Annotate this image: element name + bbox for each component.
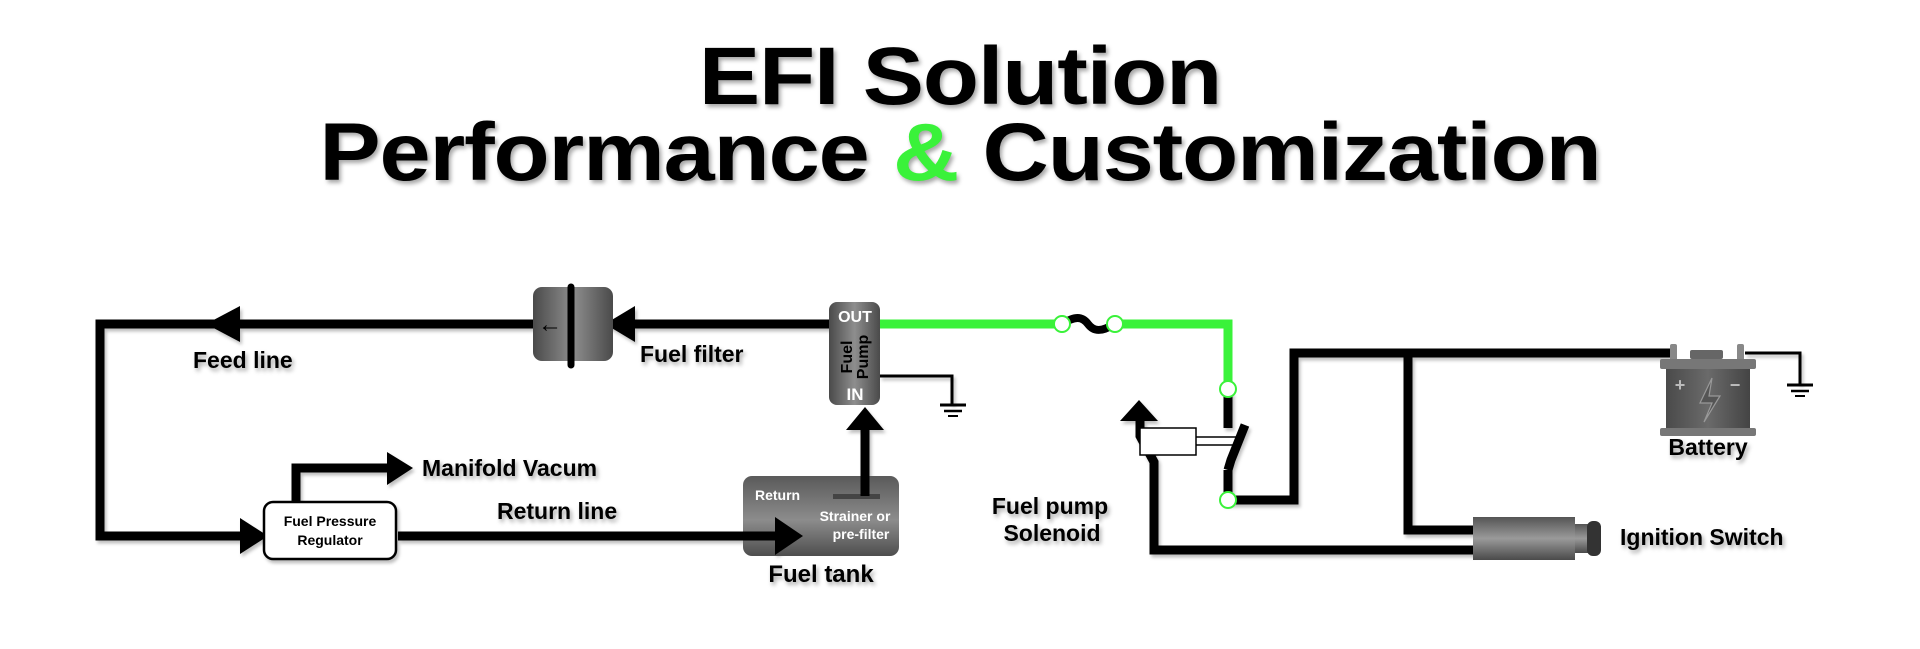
fuel-filter-label: Fuel filter — [640, 341, 744, 367]
pump-power-wire — [880, 319, 1233, 386]
regulator-label-1: Fuel Pressure — [284, 513, 377, 529]
battery-label: Battery — [1668, 434, 1747, 460]
return-line-label: Return line — [497, 498, 617, 524]
regulator-inlet-arrow — [240, 518, 268, 554]
fuel-pump-name-2: Pump — [855, 335, 872, 380]
battery-ground-wire — [1745, 351, 1802, 384]
pump-inlet-arrow — [846, 407, 884, 430]
ignition-switch-label: Ignition Switch — [1620, 524, 1784, 550]
battery-minus-icon: − — [1730, 375, 1741, 395]
pump-ground-icon — [940, 403, 966, 417]
solenoid-label-2: Solenoid — [1003, 520, 1100, 546]
title-line-2: Performance & Customization — [0, 112, 1920, 194]
battery-plus-icon: + — [1675, 375, 1686, 395]
tank-return-label: Return — [755, 487, 800, 503]
tank-strainer-label-1: Strainer or — [820, 508, 891, 524]
relay-terminal-bottom — [1219, 491, 1237, 509]
battery-icon[interactable]: + − — [1660, 344, 1756, 436]
fuel-pressure-regulator[interactable]: Fuel Pressure Regulator — [262, 500, 398, 561]
fuel-pump-in-label: IN — [847, 385, 864, 404]
ignition-switch-icon[interactable] — [1473, 517, 1601, 560]
lightning-bolt-icon — [1699, 377, 1722, 423]
fuel-tank[interactable]: Return Strainer or pre-filter — [743, 476, 899, 556]
pump-ground-wire — [880, 374, 954, 404]
fuel-pump[interactable]: OUT IN Fuel Pump — [829, 302, 880, 405]
fuel-pump-name-1: Fuel — [839, 341, 856, 374]
filter-inlet-arrow — [605, 306, 635, 342]
feed-line-label: Feed line — [193, 347, 293, 373]
regulator-label-2: Regulator — [297, 532, 363, 548]
title-line-1: EFI Solution — [698, 31, 1222, 122]
title-ampersand: & — [892, 107, 959, 198]
battery-ground-icon — [1787, 383, 1813, 397]
battery-to-ignition-wire — [1403, 353, 1480, 535]
fuel-tank-label: Fuel tank — [768, 561, 874, 588]
manifold-vacuum-label: Manifold Vacum — [422, 455, 597, 481]
solenoid-label-1: Fuel pump — [992, 493, 1108, 519]
manifold-vacuum-arrow — [387, 452, 413, 485]
title-performance: Performance — [319, 107, 893, 198]
title-customization: Customization — [958, 107, 1602, 198]
fuel-filter[interactable]: ← — [533, 283, 613, 369]
feed-line — [95, 319, 540, 541]
manifold-vacuum-line — [291, 463, 390, 505]
relay-switch-arm — [1223, 423, 1250, 472]
fuse-icon[interactable] — [1053, 314, 1124, 334]
fuel-pump-solenoid[interactable] — [1139, 427, 1236, 456]
fuel-pump-out-label: OUT — [838, 309, 872, 326]
tank-strainer-label-2: pre-filter — [833, 526, 890, 542]
relay-terminal-top — [1219, 380, 1237, 398]
feed-line-arrow — [206, 306, 240, 342]
filter-direction-arrow-icon: ← — [538, 311, 562, 338]
relay-to-battery-wire — [1223, 348, 1670, 505]
solenoid-arrow — [1120, 400, 1158, 421]
fuel-lines — [95, 306, 954, 555]
